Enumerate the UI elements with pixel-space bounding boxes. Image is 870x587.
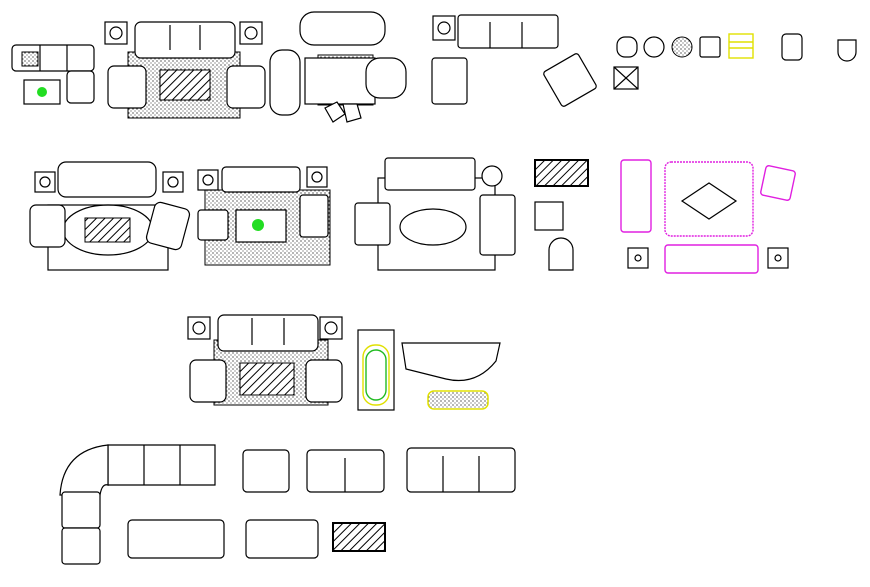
sofa-library bbox=[59, 444, 516, 565]
living-room-set-1 bbox=[104, 21, 266, 119]
green-lamp-marker bbox=[252, 219, 264, 231]
corner-sofa-set bbox=[431, 14, 639, 107]
living-room-set-2 bbox=[187, 314, 343, 406]
round-rug-set bbox=[29, 161, 191, 271]
oval-table-set bbox=[354, 157, 516, 271]
curved-desk bbox=[401, 342, 501, 410]
magenta-set bbox=[620, 159, 796, 274]
green-lamp-marker bbox=[37, 87, 47, 97]
table-library bbox=[534, 159, 589, 271]
small-sofa-set bbox=[11, 44, 95, 105]
square-rug-set bbox=[197, 166, 331, 266]
sofa-table-set bbox=[269, 11, 407, 123]
chair-library bbox=[616, 33, 857, 62]
bathtub bbox=[357, 329, 395, 411]
